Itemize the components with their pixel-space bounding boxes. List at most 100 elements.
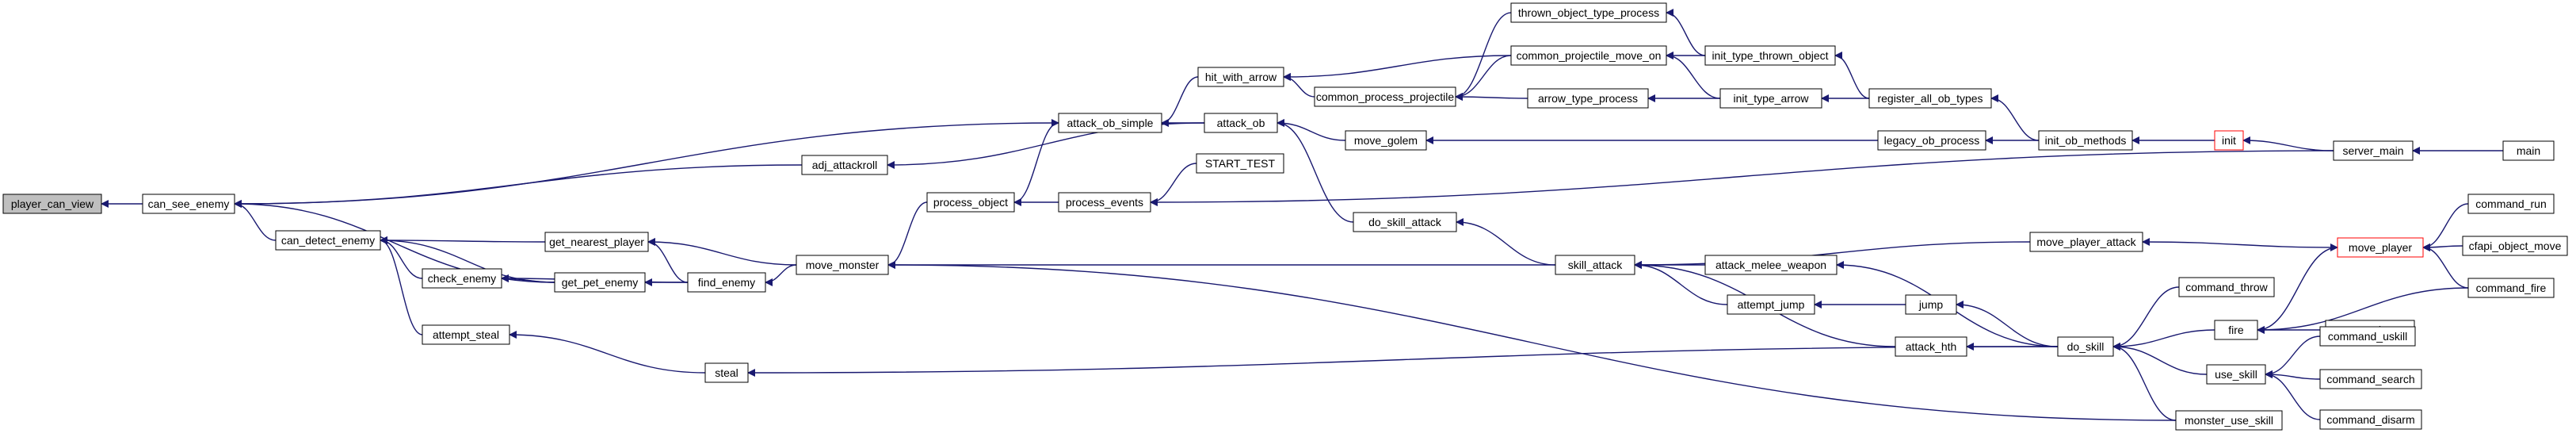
node-init-type-arrow[interactable]: init_type_arrow	[1719, 88, 1822, 109]
node-label: move_monster	[806, 259, 880, 271]
node-box	[1345, 130, 1427, 151]
node-attack-hth[interactable]: attack_hth	[1895, 336, 1967, 357]
node-legacy-ob-process[interactable]: legacy_ob_process	[1877, 130, 1986, 151]
node-box	[422, 324, 510, 345]
node-box	[926, 192, 1015, 213]
node-box	[2206, 364, 2266, 385]
node-box	[1704, 255, 1838, 275]
node-use-skill[interactable]: use_skill	[2206, 364, 2266, 385]
node-label: get_nearest_player	[549, 236, 644, 248]
node-box	[1877, 130, 1986, 151]
node-label: attack_hth	[1906, 340, 1957, 353]
node-box	[2, 194, 102, 214]
node-attack-ob[interactable]: attack_ob	[1204, 113, 1278, 133]
edge-layer	[101, 9, 2503, 421]
edge-common_process_projectile-to-hit_with_arrow	[1283, 73, 1315, 98]
node-box	[1727, 294, 1815, 315]
edge-do_skill-to-steal	[747, 346, 2059, 377]
node-command-throw[interactable]: command_throw	[2178, 277, 2275, 297]
node-get-nearest-player[interactable]: get_nearest_player	[544, 232, 649, 252]
node-main[interactable]: main	[2502, 140, 2555, 161]
node-server-main[interactable]: server_main	[2333, 140, 2414, 161]
node-box	[422, 268, 502, 289]
node-box	[704, 362, 749, 383]
node-attempt-jump[interactable]: attempt_jump	[1727, 294, 1815, 315]
node-attempt-steal[interactable]: attempt_steal	[422, 324, 510, 345]
node-label: init_type_thrown_object	[1712, 49, 1828, 62]
edge-can_detect_enemy-to-can_see_enemy	[234, 200, 277, 241]
node-skill-attack[interactable]: skill_attack	[1555, 255, 1635, 275]
node-attack-melee-weapon[interactable]: attack_melee_weapon	[1704, 255, 1838, 275]
node-label: init_ob_methods	[2045, 134, 2127, 147]
node-box	[1868, 88, 1992, 109]
node-do-skill-attack[interactable]: do_skill_attack	[1353, 212, 1457, 232]
node-label: thrown_object_type_process	[1518, 6, 1659, 19]
node-move-player-attack[interactable]: move_player_attack	[2029, 232, 2143, 252]
node-move-player[interactable]: move_player	[2337, 237, 2424, 258]
node-label: do_skill	[2067, 340, 2105, 353]
edge-command_throw-to-do_skill	[2112, 286, 2180, 351]
node-init-type-thrown-object[interactable]: init_type_thrown_object	[1704, 45, 1836, 66]
node-cfapi-object-move[interactable]: cfapi_object_move	[2462, 236, 2568, 256]
edge-monster_use_skill-to-do_skill	[2112, 343, 2177, 421]
node-box	[2319, 326, 2416, 347]
node-box	[2462, 236, 2568, 256]
node-command-search[interactable]: command_search	[2319, 369, 2422, 389]
node-label: common_projectile_move_on	[1517, 49, 1662, 62]
edge-move_monster-to-get_nearest_player	[647, 238, 797, 266]
node-box	[2337, 237, 2424, 258]
node-label: jump	[1918, 298, 1944, 311]
node-init-ob-methods[interactable]: init_ob_methods	[2038, 130, 2133, 151]
node-label: attack_melee_weapon	[1715, 259, 1826, 271]
node-player-can-view[interactable]: player_can_view	[2, 194, 102, 214]
node-start-test[interactable]: START_TEST	[1196, 153, 1284, 174]
node-label: attempt_jump	[1738, 298, 1805, 311]
node-label: move_player	[2349, 241, 2412, 254]
node-box	[2029, 232, 2143, 252]
node-move-monster[interactable]: move_monster	[796, 255, 889, 275]
node-arrow-type-process[interactable]: arrow_type_process	[1527, 88, 1649, 109]
edge-server_main-to-init	[2242, 136, 2334, 151]
node-do-skill[interactable]: do_skill	[2057, 336, 2114, 357]
node-label: command_search	[2326, 373, 2414, 385]
node-fire[interactable]: fire	[2214, 320, 2258, 340]
node-box	[1719, 88, 1822, 109]
node-command-run[interactable]: command_run	[2467, 194, 2555, 214]
node-process-object[interactable]: process_object	[926, 192, 1015, 213]
node-command-fire[interactable]: command_fire	[2467, 278, 2555, 298]
node-box	[2175, 410, 2283, 431]
node-jump[interactable]: jump	[1905, 294, 1957, 315]
node-box	[142, 194, 235, 214]
edge-common_projectile_move_on-to-common_process_projectile	[1455, 55, 1512, 101]
node-get-pet-enemy[interactable]: get_pet_enemy	[554, 272, 646, 293]
node-register-all-ob-types[interactable]: register_all_ob_types	[1868, 88, 1992, 109]
node-label: register_all_ob_types	[1877, 92, 1983, 105]
node-monster-use-skill[interactable]: monster_use_skill	[2175, 410, 2283, 431]
node-attack-ob-simple[interactable]: attack_ob_simple	[1058, 113, 1162, 133]
node-hit-with-arrow[interactable]: hit_with_arrow	[1197, 67, 1284, 87]
edge-move_monster-to-find_enemy	[765, 264, 797, 286]
node-check-enemy[interactable]: check_enemy	[422, 268, 502, 289]
node-adj-attackroll[interactable]: adj_attackroll	[801, 155, 888, 175]
node-command-uskill[interactable]: command_uskill	[2319, 326, 2416, 347]
edge-move_golem-to-attack_ob	[1277, 119, 1346, 141]
node-common-projectile-move-on[interactable]: common_projectile_move_on	[1510, 45, 1667, 66]
node-can-detect-enemy[interactable]: can_detect_enemy	[275, 230, 381, 251]
node-can-see-enemy[interactable]: can_see_enemy	[142, 194, 235, 214]
node-box	[1510, 45, 1667, 66]
node-find-enemy[interactable]: find_enemy	[687, 272, 766, 293]
edge-common_projectile_move_on-to-hit_with_arrow	[1283, 55, 1512, 81]
node-thrown-object-type-process[interactable]: thrown_object_type_process	[1510, 2, 1667, 23]
node-common-process-projectile[interactable]: common_process_projectile	[1314, 86, 1456, 107]
node-process-events[interactable]: process_events	[1058, 192, 1151, 213]
node-box	[687, 272, 766, 293]
node-box	[2214, 320, 2258, 340]
node-label: move_player_attack	[2036, 236, 2136, 248]
edge-fire-to-do_skill	[2112, 329, 2215, 351]
edge-do_skill-to-jump	[1956, 301, 2059, 347]
node-move-golem[interactable]: move_golem	[1345, 130, 1427, 151]
edge-server_main-to-process_events	[1150, 150, 2334, 206]
node-steal[interactable]: steal	[704, 362, 749, 383]
node-command-disarm[interactable]: command_disarm	[2319, 409, 2422, 430]
node-init[interactable]: init	[2214, 130, 2244, 151]
